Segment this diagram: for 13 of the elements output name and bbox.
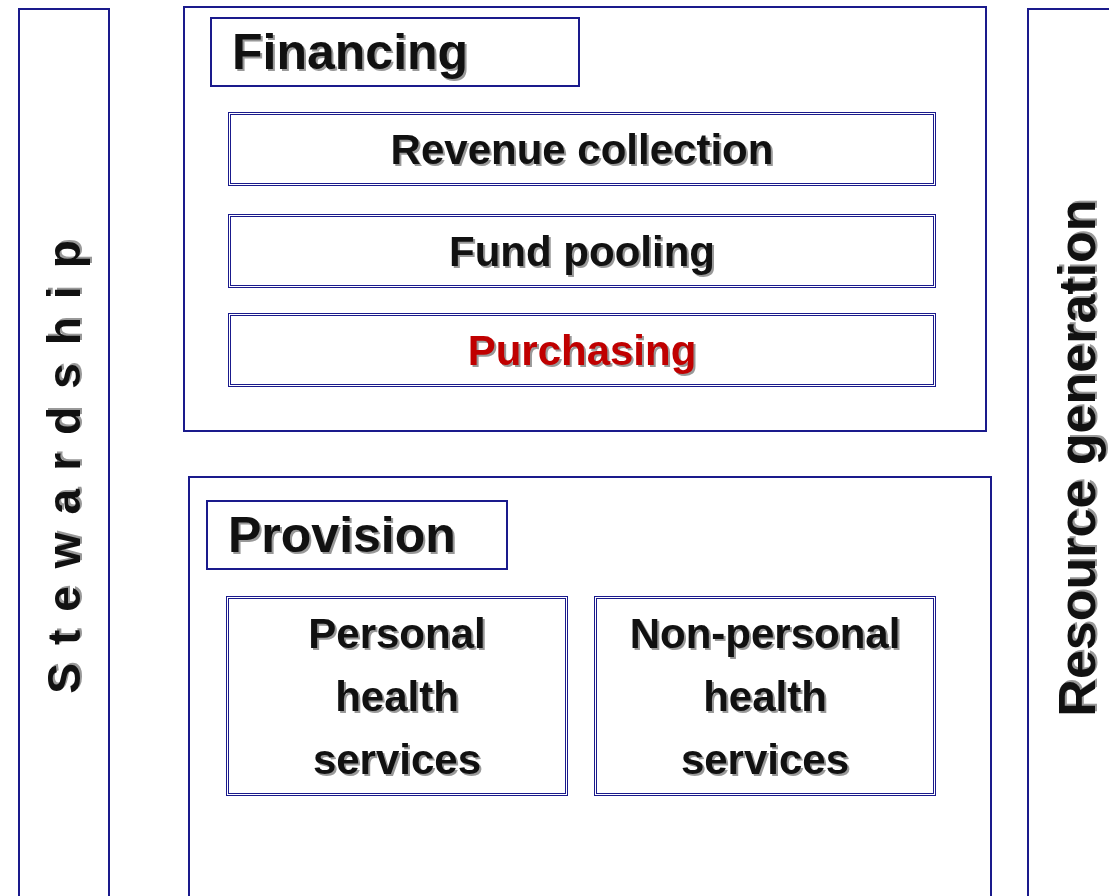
function-box: Fund pooling — [228, 214, 936, 288]
stewardship-band — [18, 8, 110, 896]
section-heading: Provision — [206, 500, 508, 570]
resource-generation-band — [1027, 8, 1109, 896]
function-box: Revenue collection — [228, 112, 936, 186]
provision-panel — [188, 476, 992, 896]
financing-panel — [183, 6, 987, 432]
function-box: Non-personal health services — [594, 596, 936, 796]
function-box: Purchasing — [228, 313, 936, 387]
section-heading: Financing — [210, 17, 580, 87]
band-label: Resource generation — [1047, 199, 1107, 717]
band-label: Stewardship — [37, 222, 91, 694]
function-box: Personal health services — [226, 596, 568, 796]
